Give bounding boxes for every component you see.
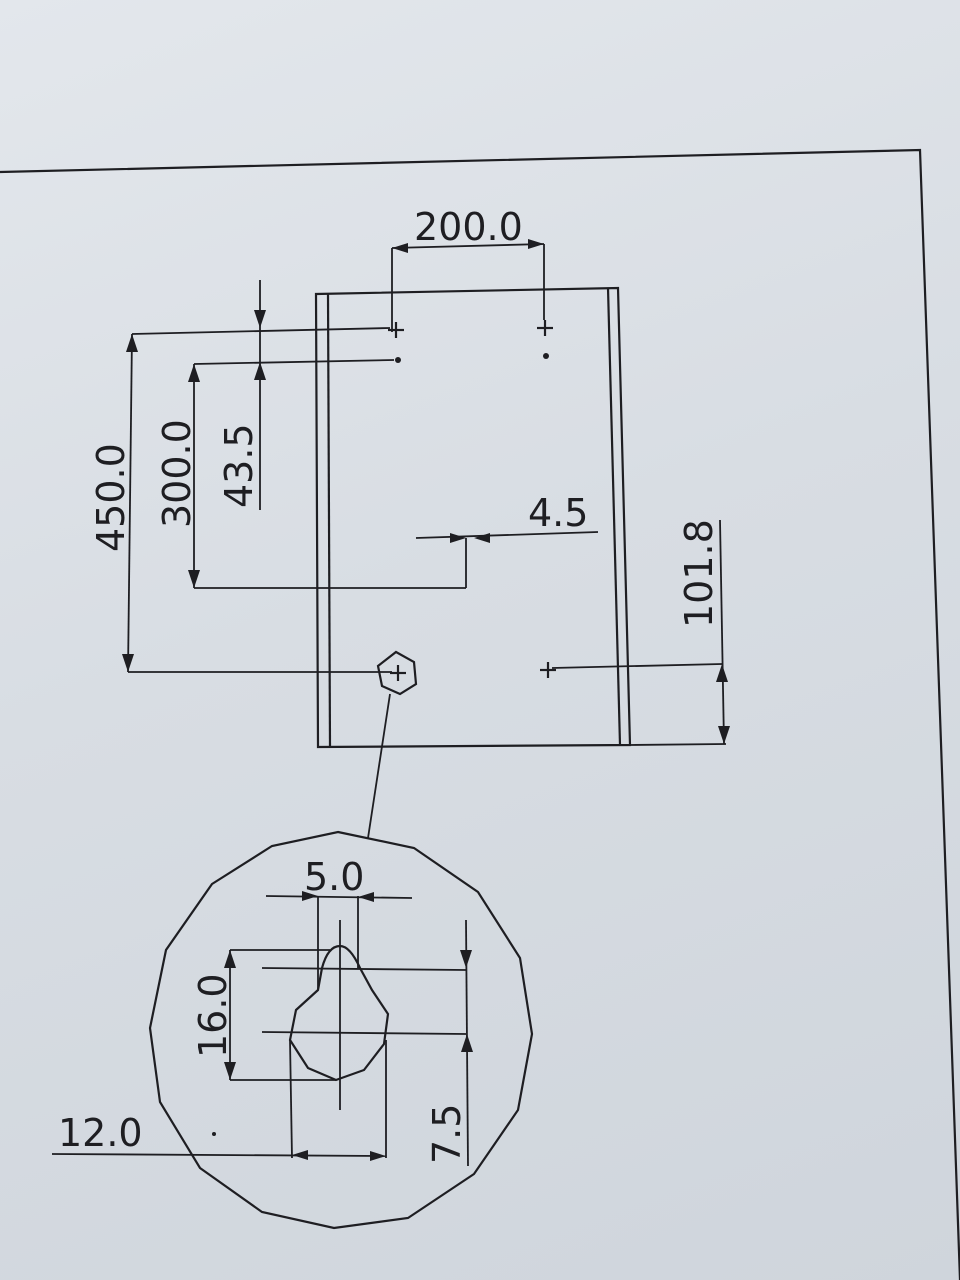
- hole-top-right: [537, 320, 553, 336]
- dim-overall-height: [122, 327, 392, 673]
- hole-top-right-lower: [543, 353, 549, 359]
- dim-head-width-label: 12.0: [58, 1111, 143, 1155]
- plate-inner-right-edge: [606, 287, 622, 746]
- keyhole-marker: [376, 650, 418, 696]
- dim-slot-width-label: 4.5: [528, 491, 588, 535]
- hole-top-left: [388, 322, 404, 338]
- dim-head-width: [51, 1039, 387, 1161]
- detail-leader: [367, 693, 391, 839]
- dim-side-offset: [551, 519, 730, 746]
- dim-keyhole-height-label: 16.0: [191, 973, 235, 1058]
- keyhole-shape: [288, 944, 390, 1082]
- dim-hole-spacing: [391, 239, 545, 332]
- dim-slot-width: [415, 531, 599, 588]
- hole-bottom-right: [540, 662, 556, 678]
- dim-keyhole-width: [265, 891, 413, 990]
- dim-hole-spacing-label: 200.0: [414, 205, 523, 249]
- dim-top-offset: [254, 280, 266, 510]
- dim-keyhole-height: [224, 949, 336, 1081]
- dim-hole-to-slot: [188, 359, 466, 589]
- dim-overall-height-label: 450.0: [89, 443, 133, 552]
- dim-keyhole-width-label: 5.0: [304, 855, 364, 899]
- dim-side-offset-label: 101.8: [677, 519, 721, 628]
- dim-head-offset: [460, 919, 473, 1167]
- sheet-border: [0, 148, 960, 1280]
- dim-top-offset-label: 43.5: [217, 423, 261, 508]
- hole-top-left-lower: [395, 357, 401, 363]
- dim-head-offset-label: 7.5: [425, 1104, 469, 1164]
- detail-boundary: [148, 830, 534, 1230]
- dim-hole-to-slot-label: 300.0: [155, 419, 199, 528]
- pen-dot: [212, 1132, 216, 1136]
